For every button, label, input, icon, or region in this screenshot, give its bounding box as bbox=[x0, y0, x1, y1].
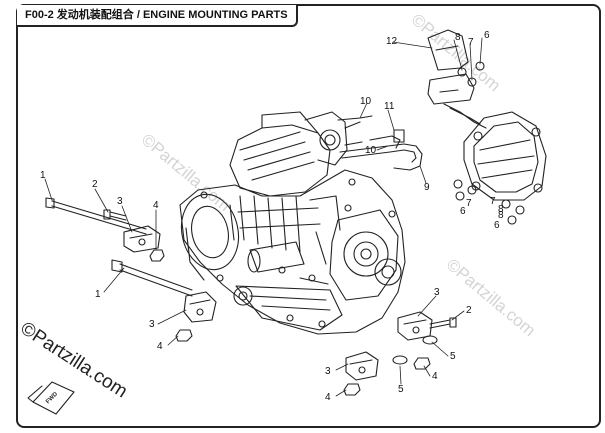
mounting-nut-upper bbox=[149, 249, 165, 262]
callout-4-right: 4 bbox=[432, 371, 438, 382]
mounting-nut-right bbox=[413, 357, 431, 370]
air-box bbox=[463, 111, 547, 201]
mounting-bolt-right bbox=[429, 317, 457, 329]
callout-8-top: 8 bbox=[455, 32, 461, 43]
engine-bracket-lower-left bbox=[183, 291, 217, 323]
callout-8-low: 8 bbox=[498, 210, 504, 221]
callout-3-bottom: 3 bbox=[325, 366, 331, 377]
engine-bracket-right bbox=[397, 311, 433, 341]
fwd-arrow-icon bbox=[27, 381, 75, 415]
callout-10-lower: 10 bbox=[365, 145, 377, 156]
mounting-nut-lower-left bbox=[175, 329, 193, 342]
callout-5-bottom: 5 bbox=[398, 384, 404, 395]
engine-bracket-bottom bbox=[345, 351, 379, 381]
callout-7-low: 7 bbox=[466, 198, 472, 209]
callout-5-right: 5 bbox=[450, 351, 456, 362]
callout-3-right: 3 bbox=[434, 287, 440, 298]
mounting-nut-bottom bbox=[343, 383, 361, 396]
callout-2-upper: 2 bbox=[92, 179, 98, 190]
callout-12: 12 bbox=[386, 36, 398, 47]
washer-bottom bbox=[392, 355, 408, 365]
engine-bracket-upper bbox=[123, 225, 161, 253]
callout-4-bottom: 4 bbox=[325, 392, 331, 403]
callout-4-lower-left: 4 bbox=[157, 341, 163, 352]
callout-7-mid: 7 bbox=[490, 196, 496, 207]
callout-7-top: 7 bbox=[468, 37, 474, 48]
leader-lines bbox=[44, 37, 483, 397]
callout-1-upper: 1 bbox=[40, 170, 46, 181]
intake-duct bbox=[427, 29, 487, 129]
callout-9: 9 bbox=[424, 182, 430, 193]
diagram-frame bbox=[16, 4, 601, 428]
callout-3-lower-left: 3 bbox=[149, 319, 155, 330]
engine-assembly bbox=[179, 111, 406, 335]
callout-8-mid: 8 bbox=[498, 204, 504, 215]
fwd-label: FWD bbox=[45, 391, 59, 405]
callout-1-lower: 1 bbox=[95, 289, 101, 300]
callout-3-upper: 3 bbox=[117, 196, 123, 207]
diagram-title: F00-2 发动机装配组合 / ENGINE MOUNTING PARTS bbox=[17, 5, 298, 27]
callout-10-upper: 10 bbox=[360, 96, 372, 107]
callout-2-right: 2 bbox=[466, 305, 472, 316]
callout-6-low: 6 bbox=[494, 220, 500, 231]
callout-11: 11 bbox=[384, 101, 395, 112]
mounting-bolt-long-lower bbox=[111, 259, 193, 297]
callout-6-mid: 6 bbox=[460, 206, 466, 217]
callout-6-top: 6 bbox=[484, 30, 490, 41]
breather-hose bbox=[337, 115, 423, 171]
callout-4-upper: 4 bbox=[153, 200, 159, 211]
washer-right-upper bbox=[422, 335, 438, 345]
